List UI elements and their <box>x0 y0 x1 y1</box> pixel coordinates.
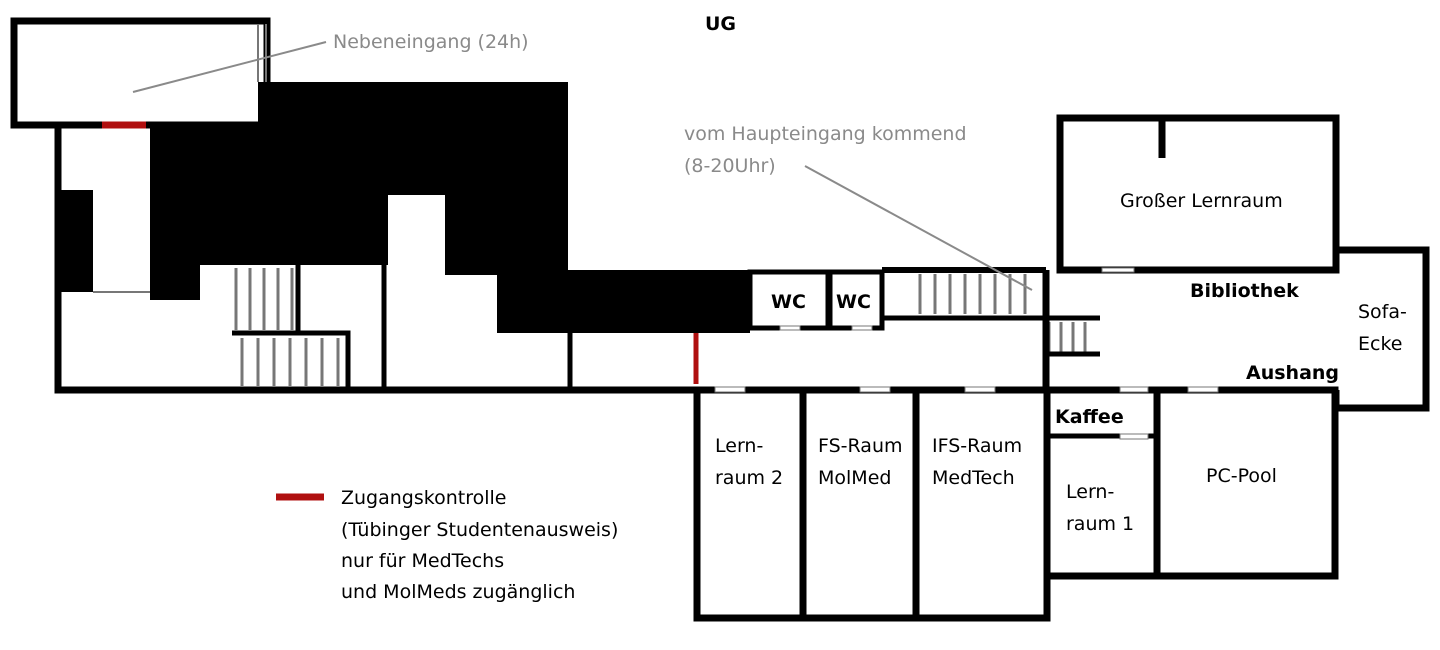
legend-line2: (Tübinger Studentenausweis) <box>341 519 618 541</box>
sofa-label-line1: Sofa- <box>1358 301 1407 323</box>
study2-label-line2: raum 2 <box>715 467 783 489</box>
side-entrance-pointer <box>132 41 327 93</box>
side-entrance-label: Nebeneingang (24h) <box>333 31 529 53</box>
large-study-label: Großer Lernraum <box>1120 190 1283 212</box>
inaccessible-block <box>58 190 93 292</box>
library-label: Bibliothek <box>1190 280 1299 302</box>
wc1-label: WC <box>771 291 806 313</box>
ifs-room-label-line2: MedTech <box>932 467 1015 489</box>
notice-label: Aushang <box>1246 362 1339 384</box>
sofa-label-line2: Ecke <box>1358 333 1402 355</box>
study1-label-line2: raum 1 <box>1066 513 1134 535</box>
legend-line1: Zugangskontrolle <box>341 487 506 509</box>
fs-room-label-line1: FS-Raum <box>818 435 903 457</box>
fs-room-label-line2: MolMed <box>818 467 891 489</box>
main-entrance-label-line1: vom Haupteingang kommend <box>684 123 967 145</box>
inaccessible-area <box>150 82 750 333</box>
main-entrance-label-line2: (8-20Uhr) <box>684 155 776 177</box>
wc2-door <box>851 325 873 331</box>
left-stairs <box>234 268 340 386</box>
middle-stairs <box>918 274 1087 352</box>
legend-line4: und MolMeds zugänglich <box>341 581 575 603</box>
sofa-corner <box>1332 246 1430 412</box>
study1-label-line1: Lern- <box>1066 481 1114 503</box>
lower-rooms-block <box>693 386 1051 622</box>
floor-title: UG <box>705 13 736 35</box>
pc-pool-label: PC-Pool <box>1206 465 1277 487</box>
main-entrance-pointer <box>804 165 1033 291</box>
large-study-room <box>1056 114 1340 274</box>
wc1-door <box>779 325 801 331</box>
study2-label-line1: Lern- <box>715 435 763 457</box>
ifs-room-label-line1: IFS-Raum <box>932 435 1022 457</box>
coffee-label: Kaffee <box>1055 406 1124 428</box>
annex-room <box>10 17 271 129</box>
wc2-label: WC <box>836 291 871 313</box>
legend-line3: nur für MedTechs <box>341 550 504 572</box>
